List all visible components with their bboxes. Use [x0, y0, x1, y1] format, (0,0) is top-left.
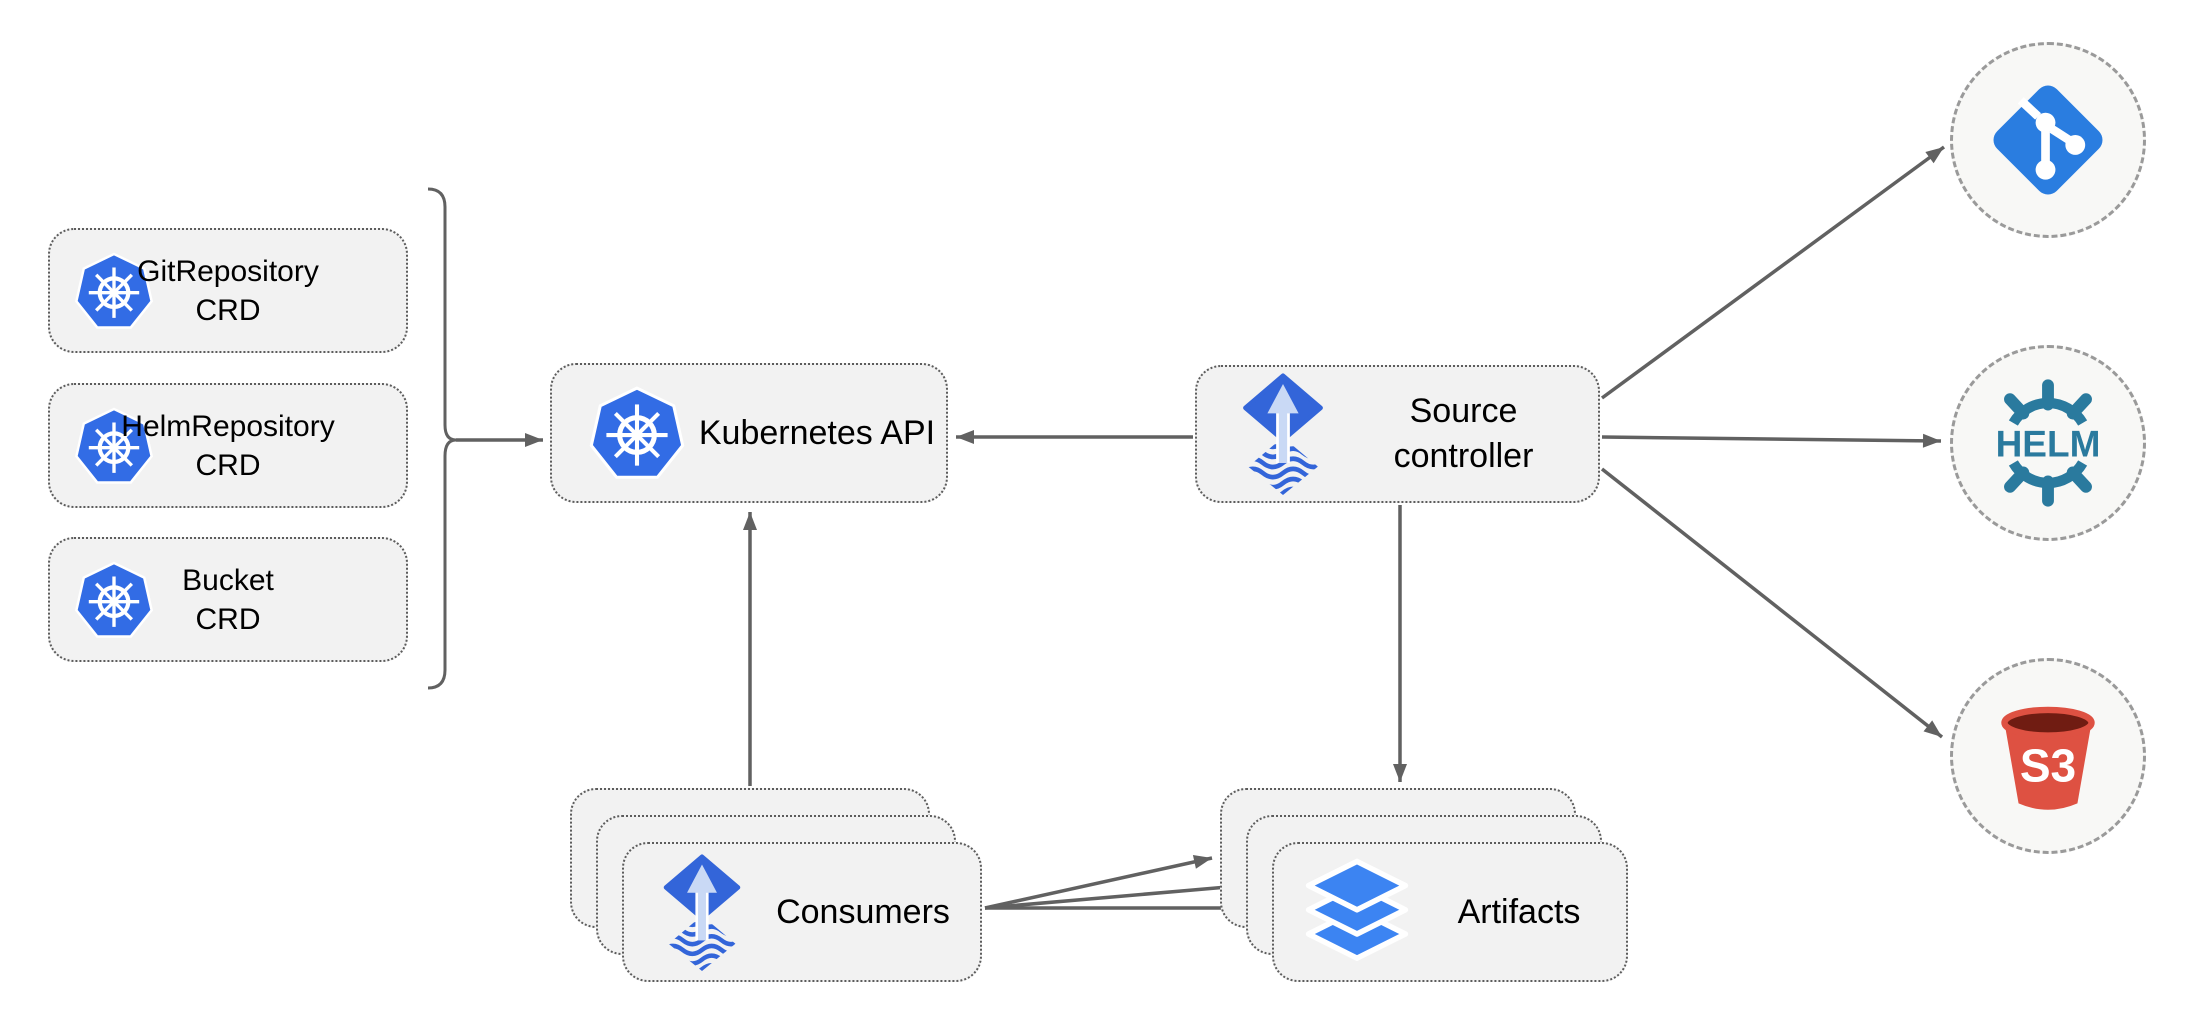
- label-line1: HelmRepository: [121, 409, 335, 443]
- node-bucket-crd: Bucket CRD: [48, 537, 408, 662]
- label-line1: Source: [1409, 392, 1518, 430]
- label-line2: CRD: [195, 602, 261, 636]
- helm-icon: HELM: [1996, 379, 2101, 507]
- flux-source-icon: [663, 853, 741, 971]
- flux-source-icon: [1243, 373, 1323, 495]
- node-label: Artifacts: [1457, 892, 1581, 931]
- node-label: Consumers: [776, 892, 950, 931]
- kubernetes-icon: [75, 252, 153, 329]
- arrow-consumers-to-artifacts-2: [984, 880, 1240, 910]
- node-label: Bucket CRD: [50, 539, 406, 660]
- label-line2: controller: [1393, 437, 1534, 475]
- label-line2: CRD: [195, 448, 261, 482]
- kubernetes-icon: [589, 386, 685, 479]
- layers-icon: [1305, 858, 1409, 961]
- label-line1: Bucket: [182, 563, 274, 597]
- helm-label: HELM: [1996, 423, 2101, 464]
- node-label: HelmRepository CRD: [50, 385, 406, 506]
- node-helmrepository-crd: HelmRepository CRD: [48, 383, 408, 508]
- node-label: Source controller: [1329, 389, 1598, 479]
- label-line2: CRD: [195, 293, 261, 327]
- s3-label: S3: [2020, 740, 2076, 792]
- arrow-source-to-helm: [1601, 433, 1942, 448]
- arrow-consumers-to-artifacts-1: [984, 855, 1213, 910]
- node-s3-endpoint: S3: [1950, 658, 2146, 854]
- arrow-source-to-git: [1600, 145, 1946, 400]
- node-label: Kubernetes API: [698, 413, 936, 452]
- node-consumers: Consumers: [622, 842, 982, 982]
- node-source-controller: Source controller: [1195, 365, 1600, 503]
- node-git-endpoint: [1950, 42, 2146, 238]
- node-artifacts: Artifacts: [1272, 842, 1628, 982]
- node-gitrepository-crd: GitRepository CRD: [48, 228, 408, 353]
- node-helm-endpoint: HELM: [1950, 345, 2146, 541]
- arrow-source-to-s3: [1600, 467, 1944, 739]
- git-icon: [1993, 85, 2103, 195]
- s3-bucket-icon: S3: [2001, 706, 2095, 810]
- node-kubernetes-api: Kubernetes API: [550, 363, 948, 503]
- kubernetes-icon: [75, 407, 153, 484]
- crd-group-brace: [427, 187, 457, 690]
- kubernetes-icon: [75, 561, 153, 638]
- node-label: GitRepository CRD: [50, 230, 406, 351]
- label-line1: GitRepository: [137, 254, 319, 288]
